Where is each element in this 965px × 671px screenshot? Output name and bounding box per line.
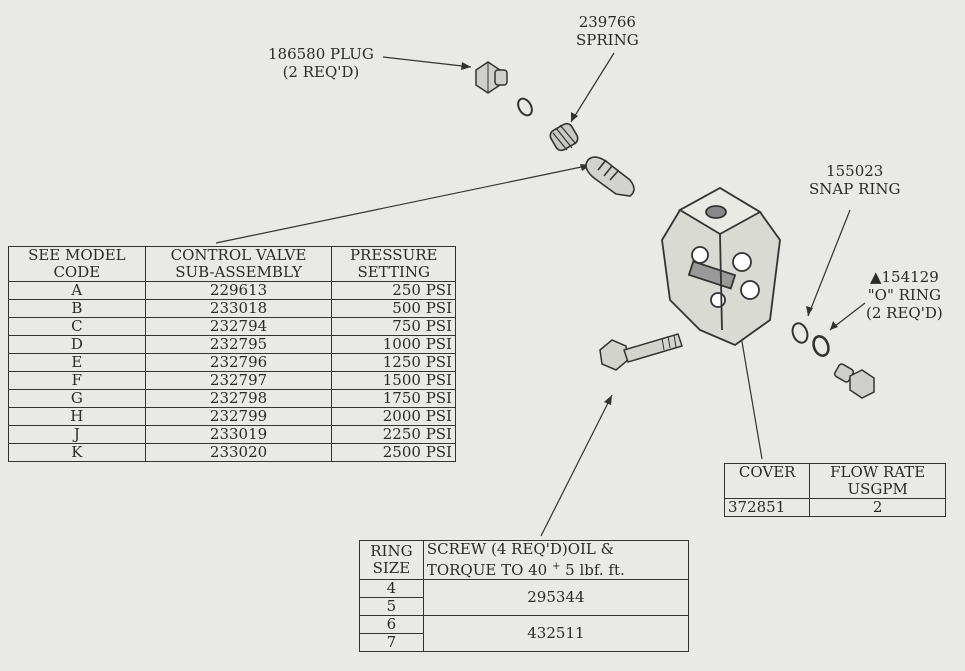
- oring-part: [812, 335, 830, 357]
- model-code: C: [8, 317, 146, 336]
- sub-assembly: 232795: [144, 335, 333, 354]
- valve-body-part: [661, 186, 781, 347]
- model-code: F: [8, 371, 146, 390]
- pressure-setting: 1750 PSI: [331, 389, 456, 408]
- flow-rate-value: 2: [809, 498, 946, 517]
- model-code: J: [8, 425, 146, 444]
- model-code: A: [8, 281, 146, 300]
- sub-assembly: 232794: [144, 317, 333, 336]
- oring-part-number: ▲154129: [869, 268, 939, 286]
- sub-assembly: 232797: [144, 371, 333, 390]
- model-code: D: [8, 335, 146, 354]
- model-code: B: [8, 299, 146, 318]
- ring-size: 7: [359, 633, 424, 652]
- plug-qty: (2 REQ'D): [282, 63, 360, 81]
- screw-part-number: 432511: [422, 615, 690, 652]
- spring-part: [549, 122, 579, 152]
- ring-size: 4: [359, 579, 424, 598]
- screw-part-number: 295344: [422, 579, 690, 616]
- pressure-setting: 1500 PSI: [331, 371, 456, 390]
- cover-leader: [739, 329, 763, 460]
- oring-qty: (2 REQ'D): [866, 304, 943, 322]
- spring-name: SPRING: [576, 31, 639, 49]
- pressure-setting: 500 PSI: [331, 299, 456, 318]
- spring-leader: [570, 52, 615, 123]
- screw-part: [599, 333, 683, 371]
- snap-ring-name: SNAP RING: [809, 180, 901, 198]
- sub-assembly: 233018: [144, 299, 333, 318]
- plug-callout: 186580 PLUG (2 REQ'D): [268, 45, 374, 81]
- sub-assembly: 232798: [144, 389, 333, 408]
- control-valve-leader: [215, 164, 592, 244]
- sub-assembly: 232796: [144, 353, 333, 372]
- spring-part-number: 239766: [578, 13, 636, 31]
- spring-callout: 239766 SPRING: [576, 13, 639, 49]
- washer-part: [517, 97, 533, 117]
- sub-assembly: 232799: [144, 407, 333, 426]
- snap-ring-part: [791, 322, 809, 344]
- ring-size: 6: [359, 615, 424, 634]
- model-code: K: [8, 443, 146, 462]
- table-row: 7: [359, 633, 689, 652]
- control-valve-cartridge-part: [585, 156, 635, 197]
- pressure-setting: 1250 PSI: [331, 353, 456, 372]
- pressure-setting: 2000 PSI: [331, 407, 456, 426]
- plug-leader: [382, 56, 472, 68]
- pressure-setting: 250 PSI: [331, 281, 456, 300]
- pressure-setting: 2500 PSI: [331, 443, 456, 462]
- snap-ring-leader: [807, 209, 851, 317]
- plug-part-label: 186580 PLUG: [268, 45, 374, 63]
- model-code: E: [8, 353, 146, 372]
- pressure-setting: 750 PSI: [331, 317, 456, 336]
- leader-lines: [215, 52, 866, 537]
- sub-assembly: 233019: [144, 425, 333, 444]
- oring-name: "O" RING: [867, 286, 941, 304]
- snap-ring-callout: 155023 SNAP RING: [809, 162, 900, 198]
- col-screw: SCREW (4 REQ'D)OIL & TORQUE TO 40 + 5 lb…: [422, 540, 690, 580]
- plug-part-lower: [833, 363, 875, 399]
- ring-size: 5: [359, 597, 424, 616]
- model-code: G: [8, 389, 146, 408]
- cover-part-number: 372851: [723, 498, 811, 517]
- snap-ring-part-number: 155023: [826, 162, 884, 180]
- oring-callout: ▲154129 "O" RING (2 REQ'D): [866, 268, 943, 322]
- plug-part: [475, 61, 508, 94]
- table-row: 4 295344: [359, 579, 690, 616]
- pressure-setting: 1000 PSI: [331, 335, 456, 354]
- table-row: 372851 2: [723, 498, 946, 517]
- sub-assembly: 229613: [144, 281, 333, 300]
- screw-leader: [540, 394, 613, 537]
- table-row: 6 432511: [359, 615, 690, 652]
- pressure-setting: 2250 PSI: [331, 425, 456, 444]
- col-cover: COVER: [723, 463, 811, 499]
- model-code: H: [8, 407, 146, 426]
- sub-assembly: 233020: [144, 443, 333, 462]
